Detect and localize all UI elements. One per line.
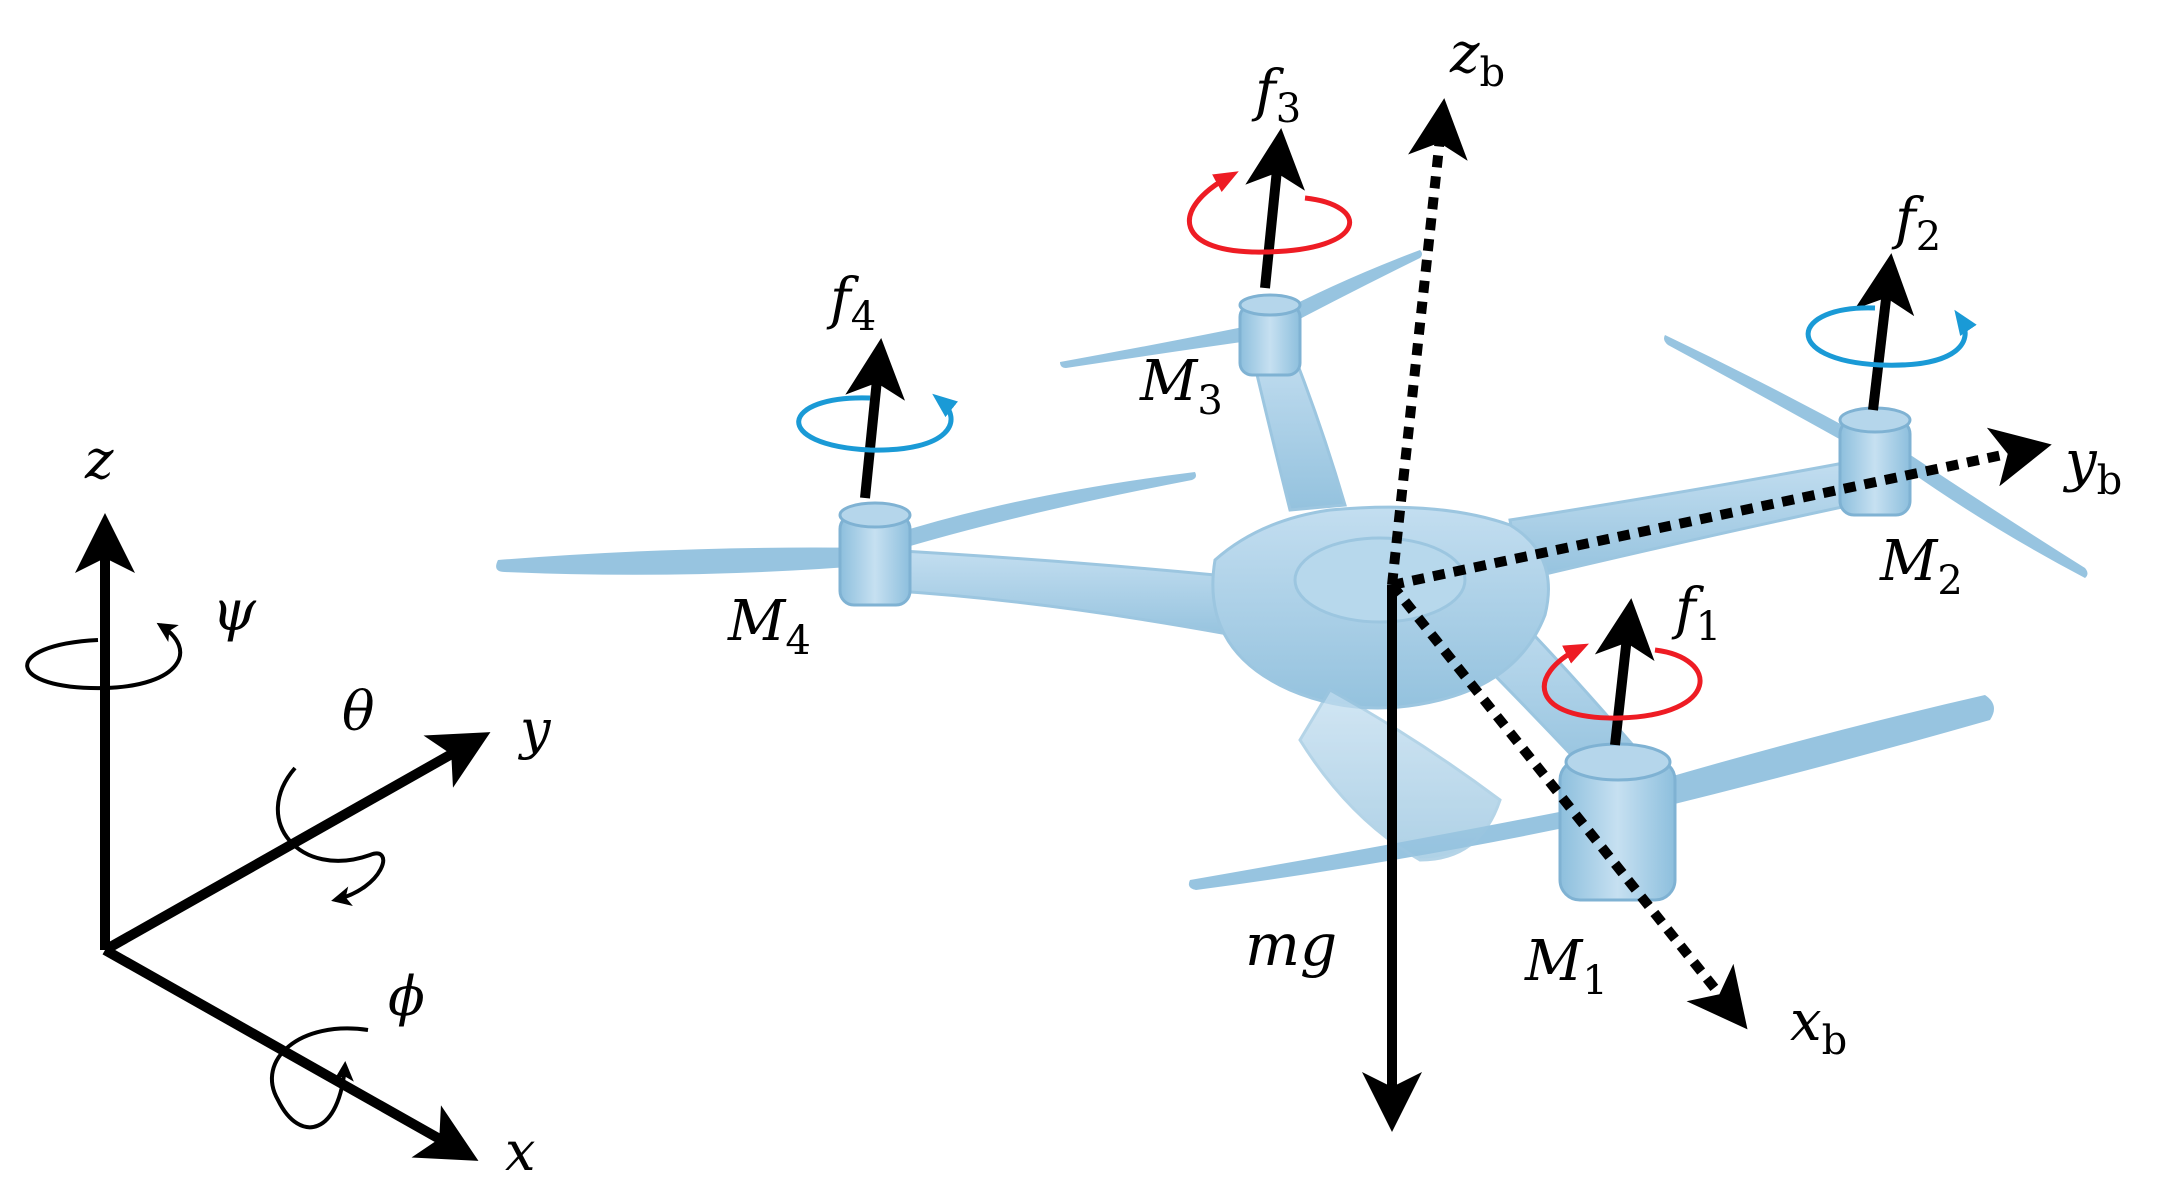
- inertial-frame: z y x ψ θ ϕ: [25, 428, 552, 1183]
- motor-m2-body: [1838, 406, 1912, 517]
- z-label: z: [84, 428, 114, 491]
- x-axis-arrow: [102, 945, 479, 1161]
- arm-m4: [878, 548, 1264, 643]
- m2-rotation-arrow: [1805, 305, 1977, 368]
- drone-illustration: [496, 250, 2088, 902]
- blade-m3-left: [1060, 322, 1270, 368]
- zb-label: zb: [1449, 21, 1505, 96]
- blade-m3-right: [1268, 250, 1422, 332]
- m4-label: M4: [727, 589, 811, 664]
- motor-m1-body: [1558, 742, 1677, 902]
- f1-label: f1: [1671, 577, 1721, 650]
- f3-label: f3: [1251, 59, 1301, 132]
- theta-rotation-arrow: [275, 766, 386, 906]
- blade-m1-right: [1625, 695, 1994, 815]
- m4-rotation-arrow: [796, 393, 958, 453]
- f2-arrow: [1854, 253, 1915, 411]
- drone-lower-body: [1298, 687, 1502, 862]
- motor-m4-body: [838, 501, 912, 607]
- xb-label: xb: [1790, 989, 1847, 1064]
- thrust-forces: f4 f3 f2 f1: [796, 59, 1977, 746]
- m1-label: M1: [1524, 929, 1608, 1004]
- motor-m3-body: [1238, 293, 1302, 377]
- f2-label: f2: [1891, 187, 1941, 260]
- theta-label: θ: [342, 680, 375, 743]
- f3-arrow: [1245, 128, 1306, 289]
- gravity: mg: [1245, 585, 1422, 1132]
- yb-axis-arrow: [1390, 427, 2052, 590]
- y-label: y: [518, 698, 552, 761]
- blade-m4-left: [496, 547, 875, 575]
- blade-m4-right: [875, 472, 1196, 555]
- mg-label: mg: [1245, 911, 1337, 979]
- body-frame: zb yb xb: [1387, 21, 2122, 1064]
- f4-label: f4: [826, 267, 876, 340]
- phi-label: ϕ: [388, 965, 425, 1028]
- yb-label: yb: [2062, 429, 2122, 504]
- f4-arrow: [845, 338, 906, 499]
- m3-label: M3: [1139, 349, 1223, 424]
- zb-axis-arrow: [1387, 98, 1468, 586]
- xb-axis-arrow: [1388, 581, 1748, 1030]
- m1-rotation-arrow: [1541, 643, 1703, 721]
- arm-m3: [1248, 343, 1347, 512]
- arm-m2: [1508, 458, 1878, 582]
- blade-m2-left: [1664, 335, 1870, 455]
- psi-rotation-arrow: [25, 622, 183, 691]
- phi-rotation-arrow: [270, 1026, 369, 1130]
- psi-label: ψ: [212, 579, 257, 644]
- motor-labels: M4 M3 M2 M1: [727, 349, 1963, 1004]
- drone-canopy: [1293, 536, 1467, 624]
- x-label: x: [505, 1120, 535, 1183]
- m3-rotation-arrow: [1187, 171, 1352, 255]
- m2-label: M2: [1879, 529, 1963, 604]
- f1-arrow: [1594, 598, 1655, 746]
